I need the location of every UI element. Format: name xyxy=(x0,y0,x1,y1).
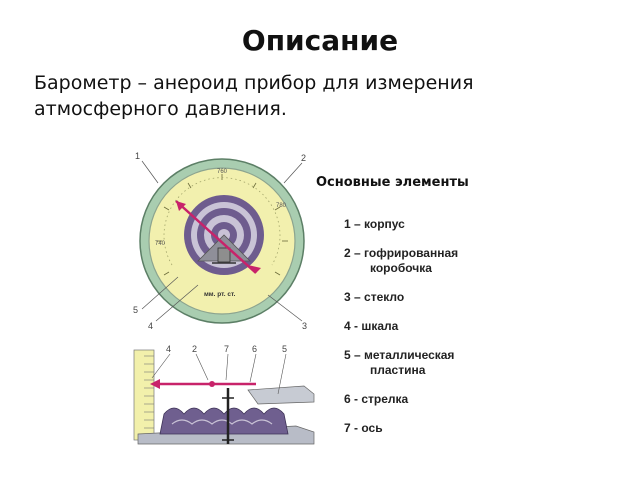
legend-text: стрелка xyxy=(361,392,409,406)
legend-text: пластина xyxy=(370,363,426,377)
callout-3: 3 xyxy=(302,321,307,331)
legend-num: 7 - xyxy=(344,421,359,435)
legend-item: 7 - ось xyxy=(344,421,524,436)
legend-num: 3 – xyxy=(344,290,361,304)
callout-1: 1 xyxy=(135,151,140,161)
page-title: Описание xyxy=(241,24,399,57)
legend-text: корпус xyxy=(364,217,405,231)
legend-text: коробочка xyxy=(370,261,432,275)
legend-num: 1 – xyxy=(344,217,361,231)
legend-num: 2 – xyxy=(344,246,361,260)
description-text: Барометр – анероид прибор для измерения … xyxy=(34,72,474,120)
legend-text: шкала xyxy=(361,319,399,333)
section-callout-2: 2 xyxy=(192,344,197,354)
callout-2: 2 xyxy=(301,153,306,163)
section-callout-7: 7 xyxy=(224,344,229,354)
scale-label-top: 760 xyxy=(217,169,228,175)
legend-num: 6 - xyxy=(344,392,359,406)
legend-title: Основные элементы xyxy=(316,175,469,190)
callout-4: 4 xyxy=(148,321,153,331)
legend-item: пластина xyxy=(344,363,524,378)
legend-item: 4 - шкала xyxy=(344,319,524,334)
legend-text: ось xyxy=(361,421,383,435)
barometer-front-diagram: 760 740 780 мм. рт. ст. 1 2 5 4 3 xyxy=(133,151,307,331)
scale-label-left: 740 xyxy=(155,241,166,247)
barometer-section-diagram: 4 2 7 6 5 xyxy=(133,344,315,445)
legend-text: стекло xyxy=(364,290,405,304)
legend-item: 1 – корпус xyxy=(344,217,524,232)
section-callout-4: 4 xyxy=(166,344,171,354)
legend-item: 5 – металлическая xyxy=(344,348,524,363)
legend-text: гофрированная xyxy=(364,246,459,260)
legend-item: 3 – стекло xyxy=(344,290,524,305)
section-callout-5: 5 xyxy=(282,344,287,354)
section-callout-6: 6 xyxy=(252,344,257,354)
unit-label: мм. рт. ст. xyxy=(204,291,236,298)
legend-list: 1 – корпус 2 – гофрированная коробочка 3… xyxy=(344,217,524,436)
legend-item: 2 – гофрированная xyxy=(344,246,524,261)
legend-item: 6 - стрелка xyxy=(344,392,524,407)
scale-label-right: 780 xyxy=(276,203,287,209)
legend-item: коробочка xyxy=(344,261,524,276)
legend-num: 4 - xyxy=(344,319,359,333)
legend-num: 5 – xyxy=(344,348,361,362)
legend-text: металлическая xyxy=(364,348,455,362)
callout-5: 5 xyxy=(133,305,138,315)
